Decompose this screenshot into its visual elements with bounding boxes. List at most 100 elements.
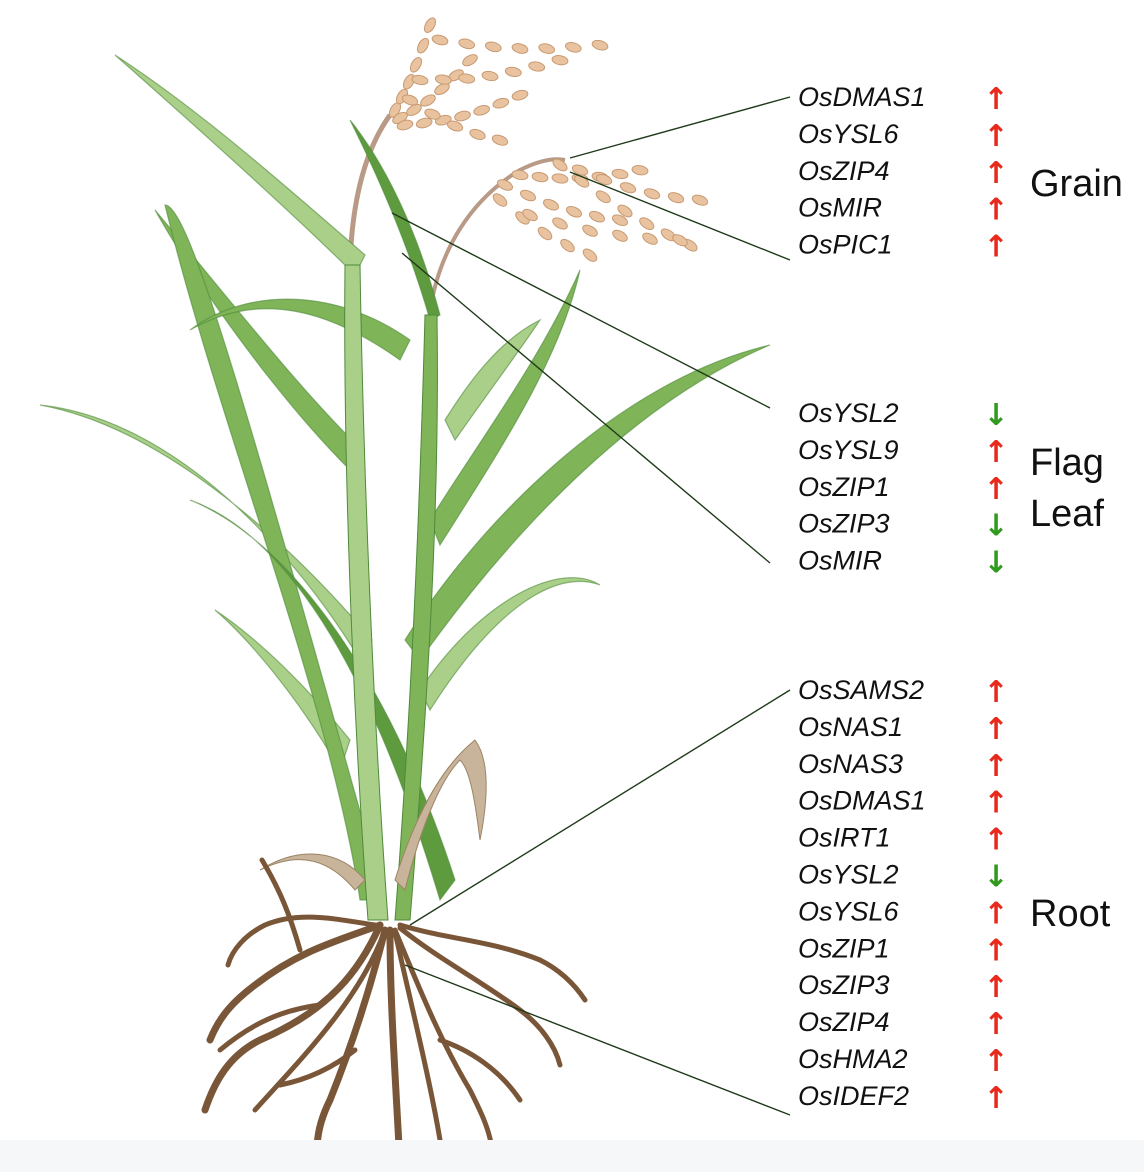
up-arrow-icon: ↑ xyxy=(983,119,1008,154)
grain xyxy=(643,187,661,201)
tissue-label: Leaf xyxy=(1030,493,1104,535)
gene-label: OsZIP4 xyxy=(798,1007,890,1037)
up-arrow-icon: ↑ xyxy=(983,156,1008,191)
grain xyxy=(565,204,583,219)
grain xyxy=(511,169,528,181)
grain xyxy=(481,70,498,82)
gene-label: OsZIP1 xyxy=(798,472,890,502)
grain xyxy=(484,40,502,53)
grain xyxy=(473,104,491,117)
grain xyxy=(667,191,685,205)
gene-label: OsYSL6 xyxy=(798,896,900,926)
leader-line xyxy=(392,213,770,408)
gene-label: OsPIC1 xyxy=(798,230,893,260)
up-arrow-icon: ↑ xyxy=(983,749,1008,784)
up-arrow-icon: ↑ xyxy=(983,970,1008,1005)
grain xyxy=(491,191,509,208)
grain xyxy=(454,110,472,123)
leader-line xyxy=(570,97,790,158)
up-arrow-icon: ↑ xyxy=(983,472,1008,507)
grain xyxy=(422,16,438,34)
gene-label: OsYSL2 xyxy=(798,860,899,890)
gene-label: OsIRT1 xyxy=(798,823,891,853)
up-arrow-icon: ↑ xyxy=(983,193,1008,228)
root xyxy=(395,932,440,1140)
up-arrow-icon: ↑ xyxy=(983,933,1008,968)
grain xyxy=(528,61,545,73)
root xyxy=(390,930,400,1165)
gene-label: OsNAS1 xyxy=(798,712,903,742)
gene-label: OsHMA2 xyxy=(798,1044,908,1074)
grain xyxy=(492,97,510,110)
leaf xyxy=(350,120,440,320)
gene-label: OsNAS3 xyxy=(798,749,903,779)
root xyxy=(317,930,385,1160)
grain xyxy=(641,231,659,247)
grain xyxy=(611,228,629,244)
gene-label: OsZIP1 xyxy=(798,933,890,963)
up-arrow-icon: ↑ xyxy=(983,786,1008,821)
grain xyxy=(531,171,548,183)
grain xyxy=(468,127,486,141)
grain xyxy=(491,133,509,147)
grain xyxy=(551,173,568,185)
grain xyxy=(505,66,522,78)
grain xyxy=(538,42,556,55)
grain xyxy=(419,93,437,109)
grain xyxy=(458,37,476,50)
grain xyxy=(631,164,648,176)
gene-label: OsMIR xyxy=(798,546,882,576)
grain xyxy=(408,56,424,74)
tissue-label: Grain xyxy=(1030,163,1123,205)
gene-label: OsZIP3 xyxy=(798,970,890,1000)
grain xyxy=(411,74,428,86)
grain xyxy=(536,225,554,242)
gene-label: OsYSL6 xyxy=(798,119,900,149)
grain xyxy=(511,42,529,55)
gene-label: OsDMAS1 xyxy=(798,786,926,816)
footer-bar xyxy=(0,1140,1144,1172)
down-arrow-icon: ↓ xyxy=(983,398,1008,433)
grain xyxy=(542,197,560,212)
grain xyxy=(581,247,599,264)
up-arrow-icon: ↑ xyxy=(983,675,1008,710)
grain xyxy=(511,89,529,102)
leader-line xyxy=(410,690,790,925)
grain xyxy=(594,189,612,206)
root xyxy=(262,860,300,950)
grain-cluster xyxy=(387,16,709,264)
gene-label: OsYSL9 xyxy=(798,435,899,465)
gene-label: OsSAMS2 xyxy=(798,675,924,705)
grain xyxy=(638,215,656,232)
up-arrow-icon: ↑ xyxy=(983,1081,1008,1116)
grain xyxy=(415,37,431,55)
grain xyxy=(551,54,568,66)
gene-label: OsIDEF2 xyxy=(798,1081,909,1111)
rice-plant-illustration xyxy=(40,16,770,1165)
tissue-label: Flag xyxy=(1030,442,1104,484)
grain xyxy=(588,209,606,224)
gene-label: OsZIP4 xyxy=(798,156,890,186)
grain xyxy=(564,41,582,54)
grain xyxy=(581,223,599,239)
grain xyxy=(611,168,628,180)
up-arrow-icon: ↑ xyxy=(983,230,1008,265)
down-arrow-icon: ↓ xyxy=(983,860,1008,895)
gene-label: OsZIP3 xyxy=(798,509,890,539)
grain xyxy=(461,52,479,68)
up-arrow-icon: ↑ xyxy=(983,712,1008,747)
grain xyxy=(431,34,449,47)
leader-line xyxy=(405,965,790,1115)
grain xyxy=(591,39,609,52)
gene-labels: OsDMAS1 ↑ OsYSL6 ↑ OsZIP4 ↑ OsMIR ↑ OsPIC1 ↑ Grain… xyxy=(798,82,1123,1116)
root xyxy=(440,1040,520,1100)
leaf xyxy=(115,55,365,275)
up-arrow-icon: ↑ xyxy=(983,896,1008,931)
tissue-label: Root xyxy=(1030,893,1111,935)
up-arrow-icon: ↑ xyxy=(983,823,1008,858)
grain xyxy=(551,216,569,232)
gene-label: OsMIR xyxy=(798,193,882,223)
gene-label: OsDMAS1 xyxy=(798,82,926,112)
down-arrow-icon: ↓ xyxy=(983,509,1008,544)
